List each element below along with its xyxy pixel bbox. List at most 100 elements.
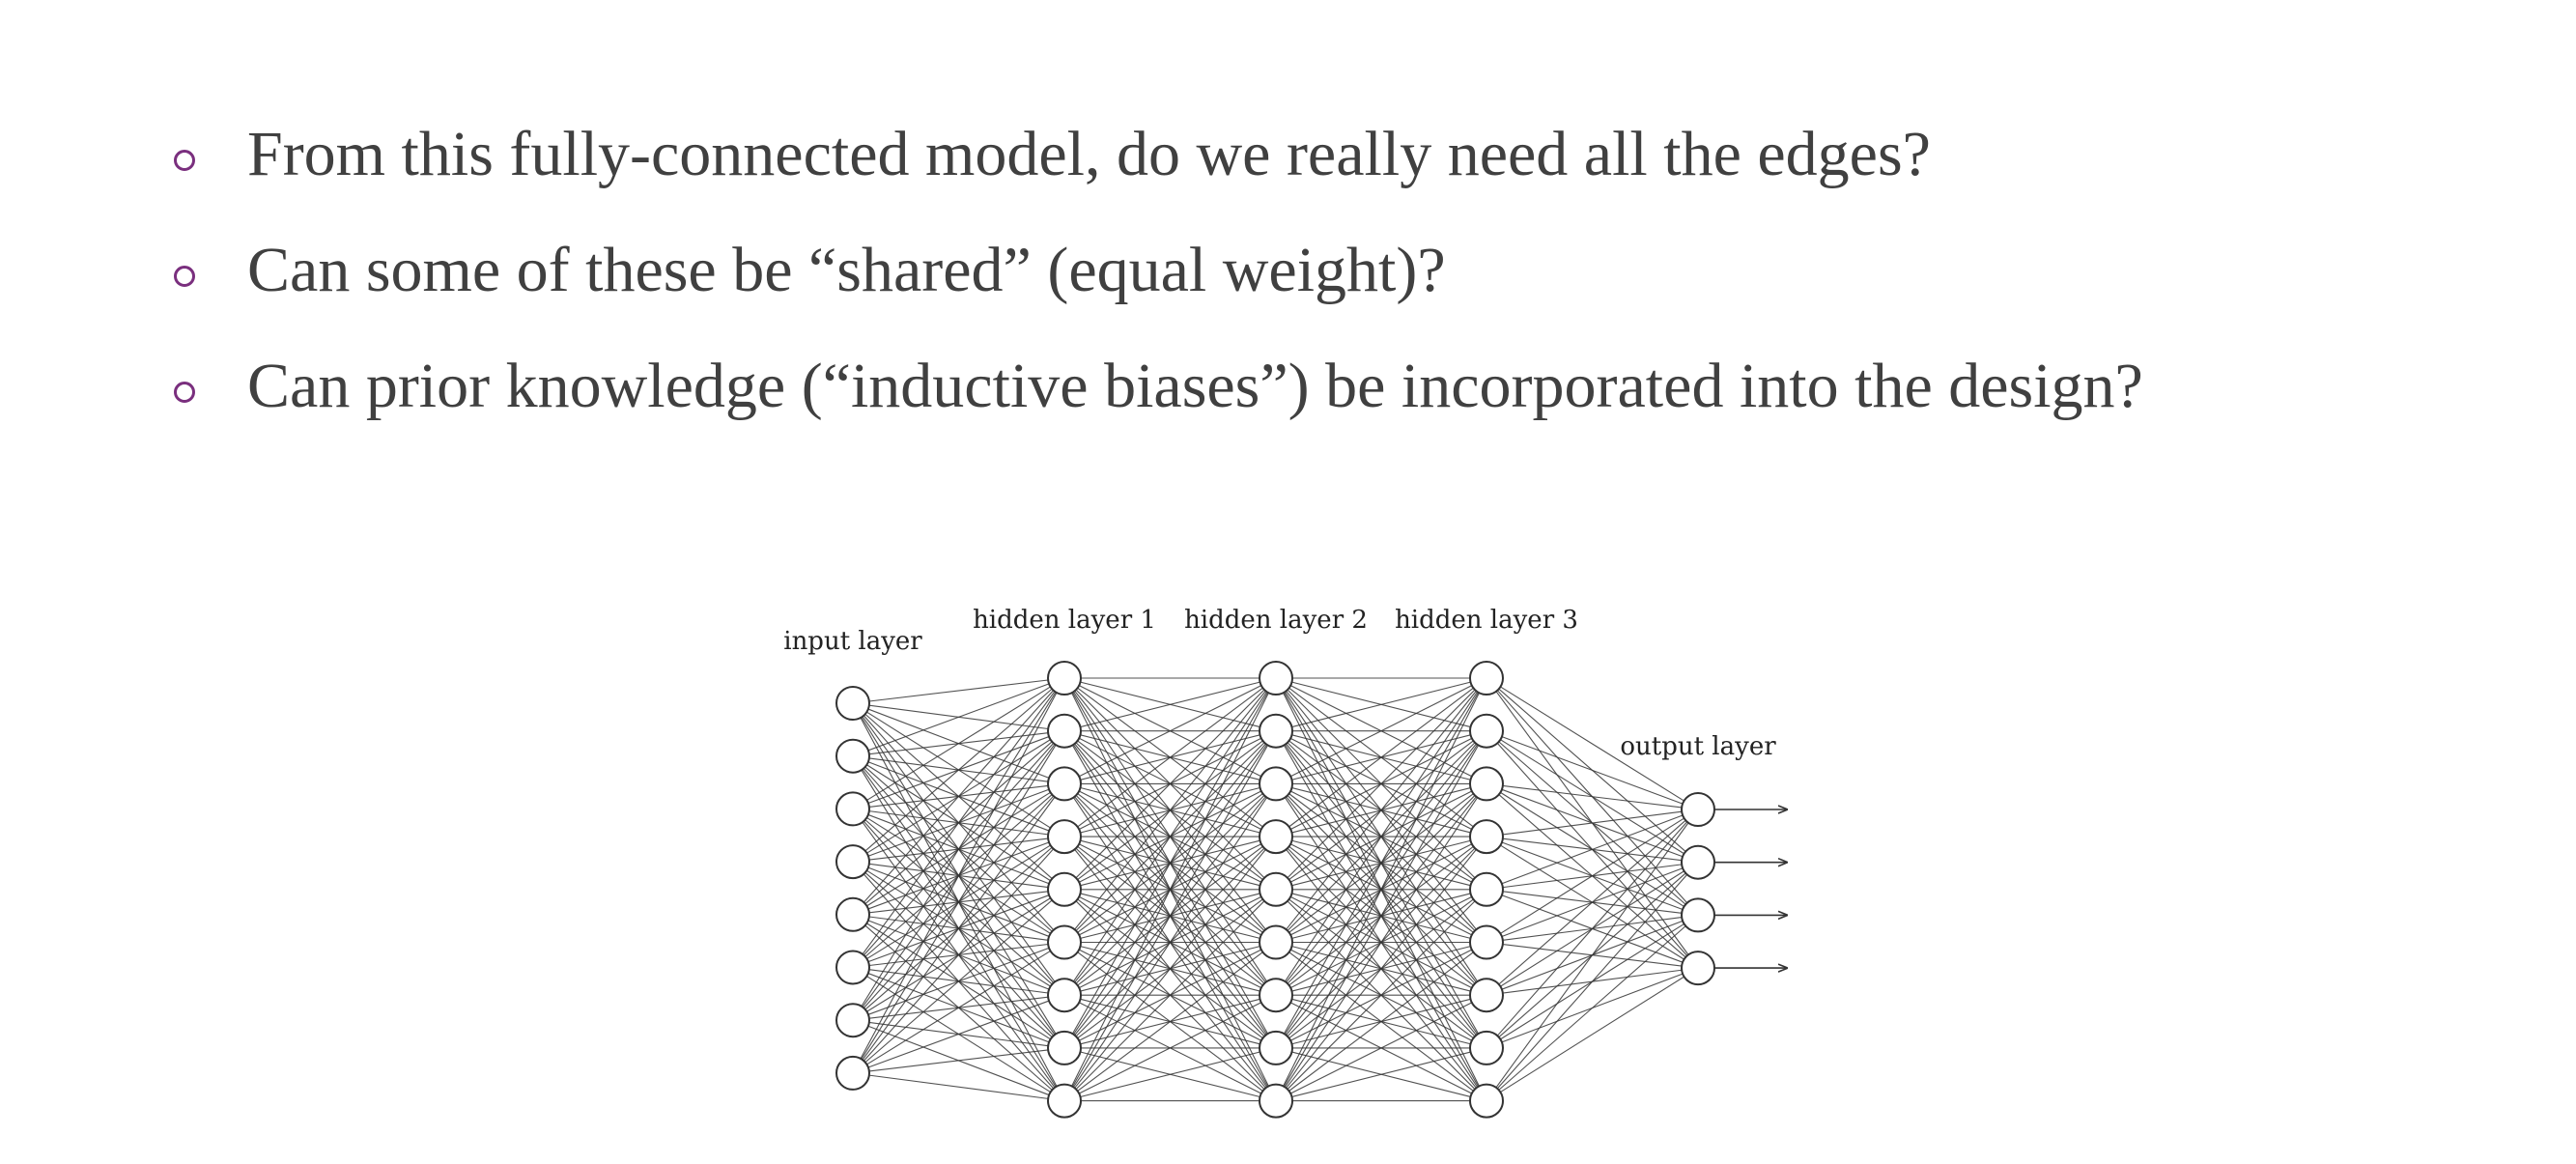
edge-l2-7-0 (1283, 692, 1480, 1035)
neuron-hidden-3-6 (1469, 978, 1504, 1013)
layer-label-hidden-3: hidden layer 3 (1395, 606, 1578, 635)
edge-l3-4-0 (1501, 814, 1684, 885)
edge-l3-7-0 (1496, 821, 1688, 1036)
edge-l1-8-0 (1071, 692, 1269, 1087)
output-arrows-group (1714, 809, 1787, 968)
bullet-circle-icon (174, 382, 195, 403)
edge-l0-7-4 (864, 899, 1053, 1064)
neuron-hidden-3-7 (1469, 1030, 1504, 1065)
neuron-output-2 (1681, 897, 1715, 933)
edge-l0-7-1 (861, 744, 1057, 1060)
neuron-input-3 (835, 844, 870, 880)
edge-l1-8-5 (1077, 951, 1263, 1092)
edge-l1-8-1 (1071, 745, 1269, 1088)
neuron-hidden-2-8 (1259, 1083, 1293, 1119)
edge-l3-8-3 (1500, 976, 1684, 1093)
edge-l3-8-1 (1496, 874, 1688, 1090)
layer-label-hidden-2: hidden layer 2 (1184, 606, 1368, 635)
neuron-hidden-1-6 (1047, 978, 1082, 1013)
edge-l3-8-0 (1495, 822, 1689, 1089)
neuron-hidden-3-8 (1469, 1083, 1504, 1119)
edge-l2-1-0 (1291, 681, 1471, 728)
edge-l2-8-6 (1289, 1002, 1473, 1094)
edge-l1-5-0 (1074, 690, 1266, 930)
edge-l2-8-0 (1283, 692, 1480, 1087)
neuron-input-4 (835, 896, 870, 932)
edge-l3-8-2 (1498, 925, 1686, 1091)
edge-l0-7-2 (862, 796, 1056, 1061)
edge-l1-8-3 (1074, 849, 1266, 1089)
bullet-text: Can prior knowledge (“inductive biases”)… (247, 351, 2143, 421)
neuron-hidden-3-1 (1469, 713, 1504, 749)
edge-l2-6-0 (1284, 691, 1479, 982)
edge-l3-2-0 (1502, 784, 1683, 809)
neuron-hidden-1-3 (1047, 819, 1082, 855)
neuron-input-7 (835, 1055, 870, 1091)
edge-l1-4-0 (1075, 689, 1265, 879)
edge-l3-5-0 (1500, 817, 1684, 934)
neuron-input-1 (835, 738, 870, 774)
bullet-text: From this fully-connected model, do we r… (247, 119, 1931, 189)
edge-l0-7-8 (868, 1074, 1049, 1099)
edge-l0-2-0 (866, 686, 1051, 801)
edges-group (860, 677, 1689, 1102)
layer-label-hidden-1: hidden layer 1 (973, 606, 1156, 635)
edge-l2-8-3 (1286, 849, 1477, 1089)
neuron-hidden-1-4 (1047, 871, 1082, 907)
neuron-output-3 (1681, 951, 1715, 986)
neuron-hidden-3-3 (1469, 819, 1504, 855)
edge-l1-8-4 (1075, 900, 1265, 1090)
neuron-hidden-3-0 (1469, 661, 1504, 696)
neuron-input-6 (835, 1003, 870, 1038)
neuron-input-0 (835, 686, 870, 721)
edge-l2-3-0 (1288, 687, 1474, 828)
edge-l3-0-0 (1500, 686, 1684, 802)
layer-label-output: output layer (1620, 732, 1776, 761)
neuron-hidden-1-2 (1047, 766, 1082, 802)
neuron-hidden-1-0 (1047, 661, 1082, 696)
edge-l0-3-0 (864, 688, 1053, 852)
edge-l2-8-4 (1287, 900, 1476, 1090)
neuron-hidden-1-1 (1047, 713, 1082, 749)
edge-l0-7-6 (867, 1000, 1050, 1068)
edge-l0-1-0 (867, 683, 1050, 752)
edge-l1-7-0 (1071, 692, 1269, 1035)
edge-l2-8-2 (1284, 797, 1479, 1088)
edge-l1-1-0 (1080, 681, 1260, 728)
neuron-output-1 (1681, 844, 1715, 880)
edge-l1-8-6 (1078, 1002, 1262, 1094)
edge-l1-8-7 (1080, 1051, 1260, 1098)
edge-l0-6-0 (861, 692, 1057, 1008)
edge-l0-7-7 (868, 1049, 1049, 1072)
neuron-hidden-2-3 (1259, 819, 1293, 855)
neuron-hidden-1-5 (1047, 924, 1082, 960)
bullet-list: From this fully-connected model, do we r… (174, 97, 2143, 444)
neuron-hidden-2-0 (1259, 661, 1293, 696)
edge-l3-1-0 (1501, 736, 1684, 805)
bullet-circle-icon (174, 266, 195, 287)
edge-l2-5-0 (1286, 690, 1477, 930)
bullet-item: From this fully-connected model, do we r… (174, 97, 2143, 213)
neuron-hidden-3-2 (1469, 766, 1504, 802)
neuron-hidden-2-6 (1259, 978, 1293, 1013)
edge-l3-3-0 (1502, 810, 1683, 836)
edge-l1-6-0 (1072, 691, 1268, 982)
edge-l0-7-0 (860, 692, 1058, 1060)
edge-l0-5-0 (862, 691, 1056, 955)
neuron-hidden-1-8 (1047, 1083, 1082, 1119)
edge-l1-2-0 (1078, 685, 1262, 778)
neuron-hidden-3-4 (1469, 871, 1504, 907)
neuron-input-5 (835, 950, 870, 985)
edge-l0-7-5 (866, 950, 1051, 1065)
edge-l2-8-5 (1288, 951, 1474, 1092)
bullet-item: Can some of these be “shared” (equal wei… (174, 213, 2143, 328)
edge-l1-8-2 (1072, 797, 1268, 1088)
edge-l2-8-7 (1291, 1051, 1471, 1097)
neuron-input-2 (835, 791, 870, 827)
neuron-hidden-2-7 (1259, 1030, 1293, 1065)
edge-l2-8-1 (1283, 745, 1480, 1088)
edge-l0-7-3 (863, 848, 1055, 1062)
neurons-group (835, 661, 1715, 1119)
neuron-hidden-2-1 (1259, 713, 1293, 749)
